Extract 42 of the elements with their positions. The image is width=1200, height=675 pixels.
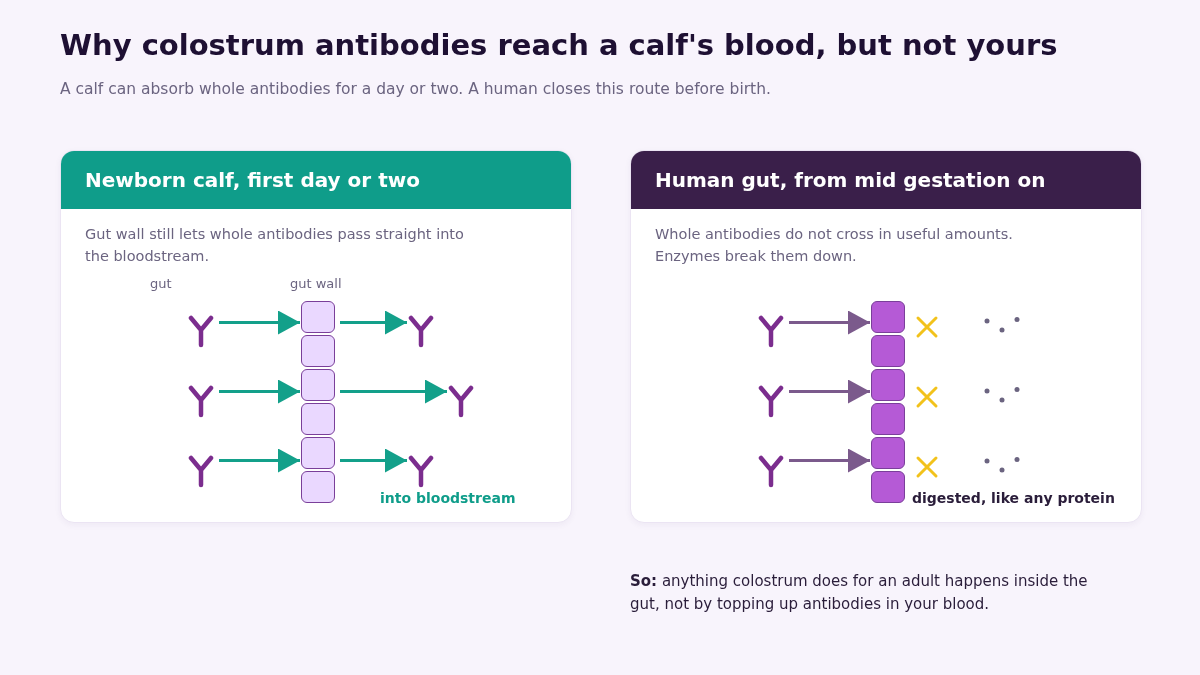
wall-cell — [301, 471, 335, 503]
arrow — [789, 448, 870, 473]
outcome-label: digested, like any protein — [912, 490, 1115, 506]
panel-header: Newborn calf, first day or two — [61, 151, 571, 209]
antibody-icon — [758, 454, 784, 488]
wall-cell — [301, 403, 335, 435]
wall-cell — [871, 369, 905, 401]
wall-cell — [301, 369, 335, 401]
wall-cell — [871, 335, 905, 367]
wall-cell — [871, 471, 905, 503]
arrow — [219, 310, 300, 335]
antibody-icon — [758, 384, 784, 418]
wall-cell — [301, 437, 335, 469]
arrow — [340, 310, 407, 335]
wall-cell — [301, 301, 335, 333]
wall-cell — [871, 403, 905, 435]
antibody-icon — [188, 314, 214, 348]
panel-header: Human gut, from mid gestation on — [631, 151, 1141, 209]
arrow — [340, 448, 407, 473]
subtitle: A calf can absorb whole antibodies for a day or two. A human closes this route before birth. — [60, 80, 771, 98]
wall-cell — [871, 301, 905, 333]
footnote: So: anything colostrum does for an adult happens inside the gut, not by topping up antibodies in your blood. — [630, 571, 1089, 615]
arrow — [789, 310, 870, 335]
panel-description: Whole antibodies do not cross in useful amounts. Enzymes break them down. — [655, 225, 1014, 266]
antibody-icon — [448, 384, 474, 418]
panel-description: Gut wall still lets whole antibodies pass straight into the bloodstream. — [85, 225, 465, 266]
antibody-icon — [408, 314, 434, 348]
antibody-icon — [758, 314, 784, 348]
arrow — [789, 379, 870, 404]
wall-cell — [871, 437, 905, 469]
panel-card — [60, 150, 572, 523]
arrow — [340, 379, 447, 404]
arrow — [219, 379, 300, 404]
antibody-icon — [408, 454, 434, 488]
arrow — [219, 448, 300, 473]
panel-card — [630, 150, 1142, 523]
antibody-icon — [188, 384, 214, 418]
title: Why colostrum antibodies reach a calf's blood, but not yours — [60, 28, 1058, 62]
antibody-icon — [188, 454, 214, 488]
wall-cell — [301, 335, 335, 367]
outcome-label: into bloodstream — [380, 490, 516, 506]
region-label: gut — [150, 276, 172, 291]
